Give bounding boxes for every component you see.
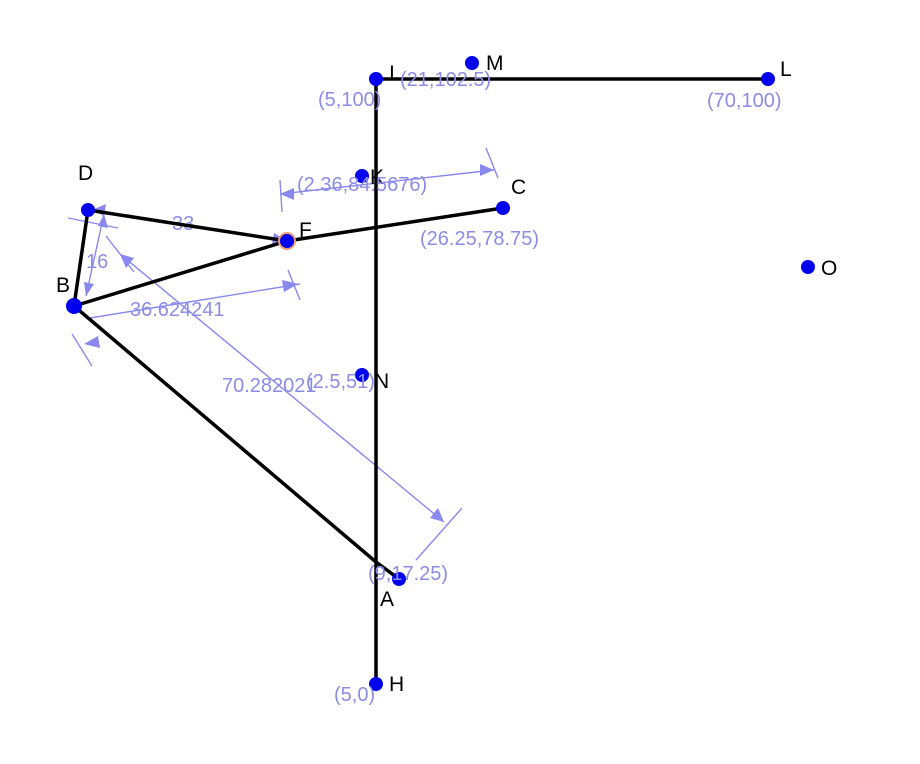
label-l: L [780,58,792,81]
segment-bd [72,208,90,308]
segment-df [86,208,289,243]
dimension-da: 70.282021 [105,235,463,561]
dimension-bd-value: 16 [86,251,108,273]
coord-n: (2.5,51) [306,371,375,393]
coord-a: (9,17.25) [368,563,448,585]
point-o[interactable] [801,260,815,274]
point-l[interactable] [761,72,775,86]
point-k[interactable] [355,169,369,183]
label-n: N [374,370,389,393]
segment-fc [285,206,505,243]
segment-ba [72,304,378,564]
label-b: B [56,274,70,297]
point-m[interactable] [465,56,479,70]
coord-c: (26.25,78.75) [420,228,539,250]
point-f[interactable] [278,232,296,250]
label-o: O [821,257,837,280]
segment-bf [72,239,289,308]
coord-k: (2.36,84.5676) [297,174,427,196]
coord-i: (5,100) [318,89,381,111]
point-n[interactable] [355,368,369,382]
dimension-bd: 16 [67,213,119,297]
label-m: M [486,52,504,75]
point-a[interactable] [392,572,406,586]
geometry-points[interactable] [66,56,815,691]
dimension-da-value: 70.282021 [222,375,317,397]
point-c[interactable] [496,201,510,215]
geometry-edges [72,77,770,686]
point-d[interactable] [81,203,95,217]
label-f: F [299,219,312,242]
label-a: A [380,588,394,611]
coord-h: (5,0) [334,684,375,706]
point-labels: A B C D F H I K L M N O [56,52,837,696]
coord-m: (21,102.5) [400,69,491,91]
point-i[interactable] [369,72,383,86]
label-d: D [78,162,93,185]
label-c: C [511,176,526,199]
label-i: I [389,62,395,85]
label-h: H [389,673,404,696]
dimension-bf: 36.624241 [71,269,301,367]
point-b[interactable] [66,298,82,314]
coord-l: (70,100) [707,90,782,112]
coordinate-labels: (5,100) (21,102.5) (70,100) (2.36,84.567… [297,69,782,706]
point-h[interactable] [369,677,383,691]
label-k: K [370,166,384,189]
dimension-k-c [279,147,499,213]
dimension-bf-value: 36.624241 [130,299,225,321]
